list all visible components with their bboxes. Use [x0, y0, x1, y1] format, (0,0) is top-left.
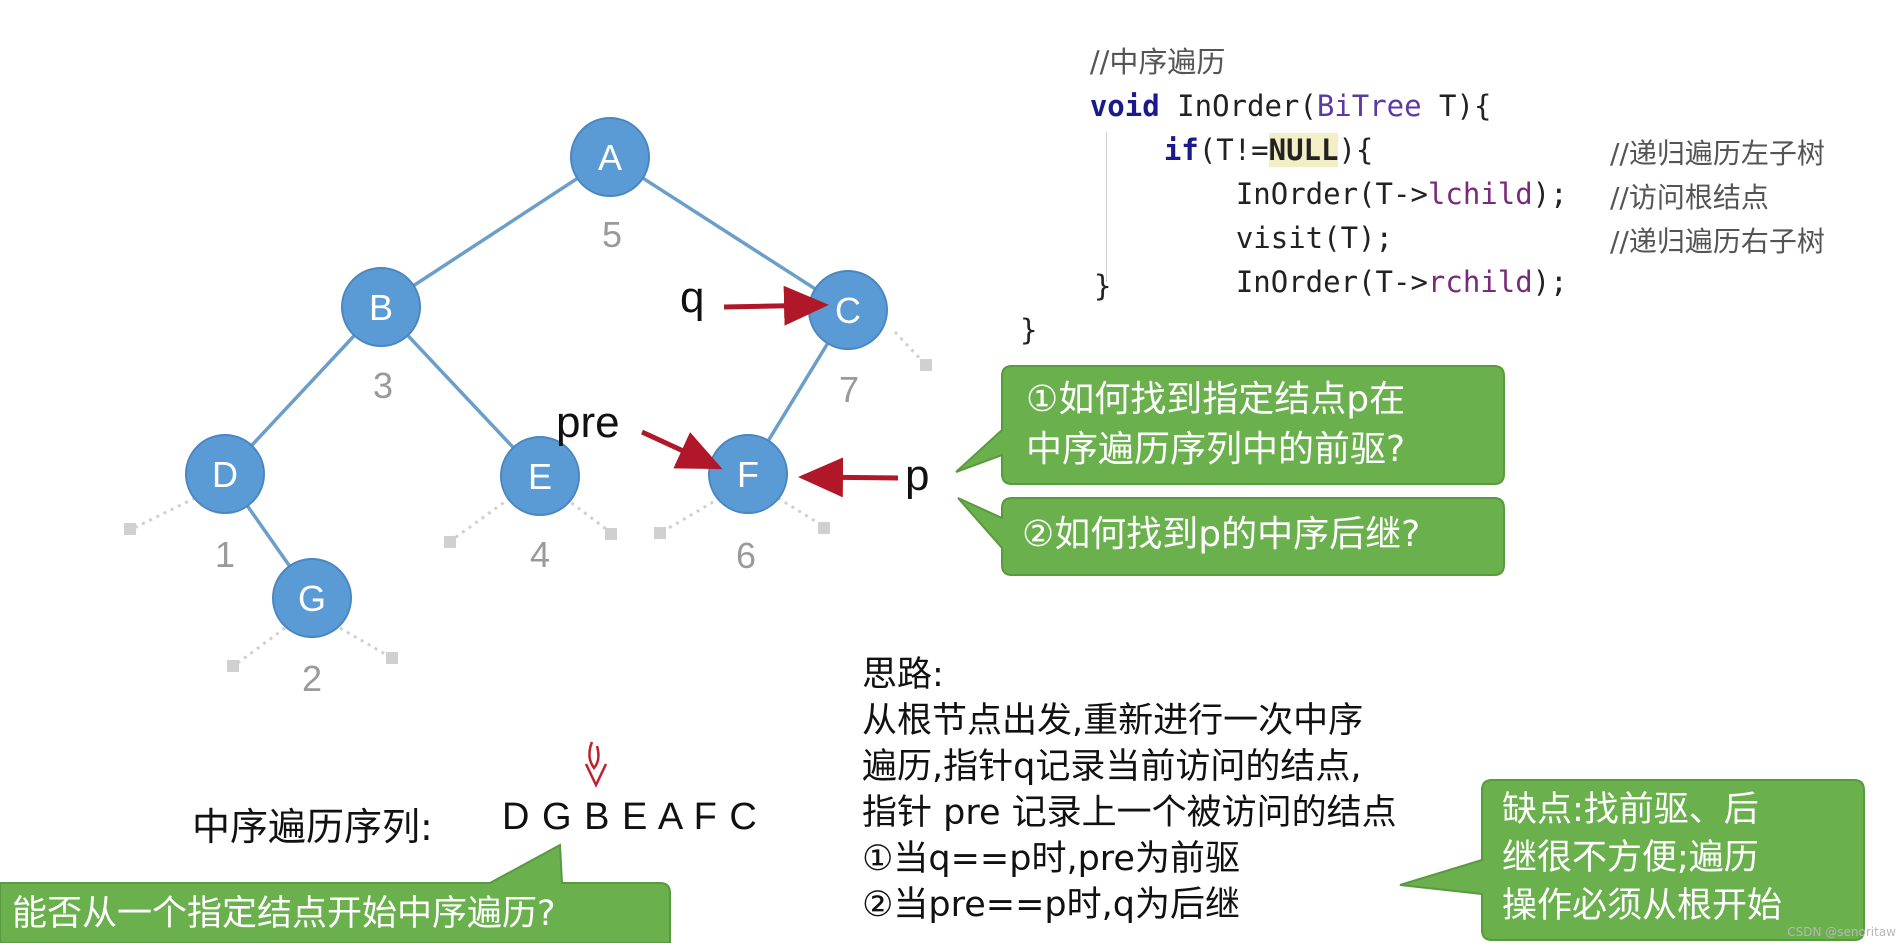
- node-label-E: E: [528, 456, 552, 497]
- p-label: p: [905, 451, 929, 500]
- pointer-arrows: [640, 285, 899, 498]
- start-question-bubble: [0, 843, 671, 943]
- idea-line-2: 遍历,指针q记录当前访问的结点,: [862, 747, 1362, 787]
- code-right-recursion: InOrder(T->rchild);: [1235, 265, 1568, 299]
- idea-line-3: 指针 pre 记录上一个被访问的结点: [862, 793, 1397, 833]
- question2-text: ②如何找到p的中序后继?: [1022, 514, 1421, 555]
- p-arrow: [798, 457, 899, 498]
- sequence-label: 中序遍历序列:: [192, 805, 433, 849]
- order-label-E: 4: [530, 534, 550, 575]
- idea-line-4: ①当q==p时,pre为前驱: [862, 839, 1240, 879]
- node-label-B: B: [369, 287, 393, 328]
- node-B: B3: [341, 267, 421, 406]
- order-label-D: 1: [215, 534, 235, 575]
- q-label: q: [680, 273, 704, 322]
- node-label-A: A: [598, 137, 622, 178]
- idea-line-1: 从根节点出发,重新进行一次中序: [862, 701, 1364, 741]
- order-label-F: 6: [736, 535, 756, 576]
- node-circle-G: [272, 558, 352, 638]
- pre-label: pre: [556, 398, 620, 447]
- question1-text: ①如何找到指定结点p在 中序遍历序列中的前驱?: [1026, 379, 1406, 470]
- node-circle-E: [500, 436, 580, 516]
- node-circle-D: [185, 434, 265, 514]
- question2-bubble: [957, 497, 1505, 576]
- order-label-G: 2: [302, 658, 322, 699]
- question1-bubble: [955, 365, 1505, 485]
- node-G: G2: [272, 558, 352, 699]
- node-circle-B: [341, 267, 421, 347]
- code-comment-left: //递归遍历左子树: [1610, 137, 1825, 170]
- node-label-F: F: [737, 454, 759, 495]
- idea-line-5: ②当pre==p时,q为后继: [862, 885, 1240, 925]
- pre-arrow: [640, 429, 723, 470]
- q-arrow: [723, 285, 829, 326]
- code-comment-right: //递归遍历右子树: [1610, 225, 1825, 258]
- node-circle-A: [570, 117, 650, 197]
- edge-A-C: [609, 155, 849, 312]
- sequence-letters: D G B E A F C: [502, 796, 758, 838]
- code-if: if(T!=NULL){: [1163, 133, 1374, 167]
- start-question-text: 能否从一个指定结点开始中序遍历?: [12, 894, 556, 934]
- edge-A-B: [380, 155, 611, 309]
- drawback-bubble: [1399, 779, 1865, 941]
- node-label-D: D: [212, 454, 238, 495]
- tree-edges: [223, 155, 850, 600]
- node-label-C: C: [835, 290, 861, 331]
- code-signature: void InOrder(BiTree T){: [1089, 89, 1492, 123]
- code-close-if: }: [1094, 269, 1112, 303]
- node-circle-F: [708, 434, 788, 514]
- node-F: F6: [708, 434, 788, 576]
- order-label-A: 5: [602, 214, 622, 255]
- code-left-recursion: InOrder(T->lchild);: [1235, 177, 1568, 211]
- node-E: E4: [500, 436, 580, 575]
- code-visit: visit(T);: [1235, 221, 1393, 255]
- node-label-G: G: [298, 578, 326, 619]
- pointer-down-icon: [584, 741, 608, 788]
- code-close-function: }: [1020, 313, 1038, 347]
- watermark: CSDN @senoritaw: [1787, 925, 1896, 939]
- node-C: C7: [808, 270, 888, 410]
- order-label-B: 3: [373, 365, 393, 406]
- order-label-C: 7: [839, 369, 859, 410]
- node-D: D1: [185, 434, 265, 575]
- drawback-text: 缺点:找前驱、后 继很不方便;遍历 操作必须从根开始: [1502, 790, 1783, 926]
- idea-block: 思路: 从根节点出发,重新进行一次中序 遍历,指针q记录当前访问的结点, 指针 …: [862, 652, 1397, 928]
- null-leaves: [124, 330, 932, 672]
- node-A: A5: [570, 117, 650, 255]
- code-comment-title: //中序遍历: [1089, 45, 1226, 79]
- idea-title: 思路:: [862, 655, 944, 695]
- code-comment-visit: //访问根结点: [1610, 181, 1769, 214]
